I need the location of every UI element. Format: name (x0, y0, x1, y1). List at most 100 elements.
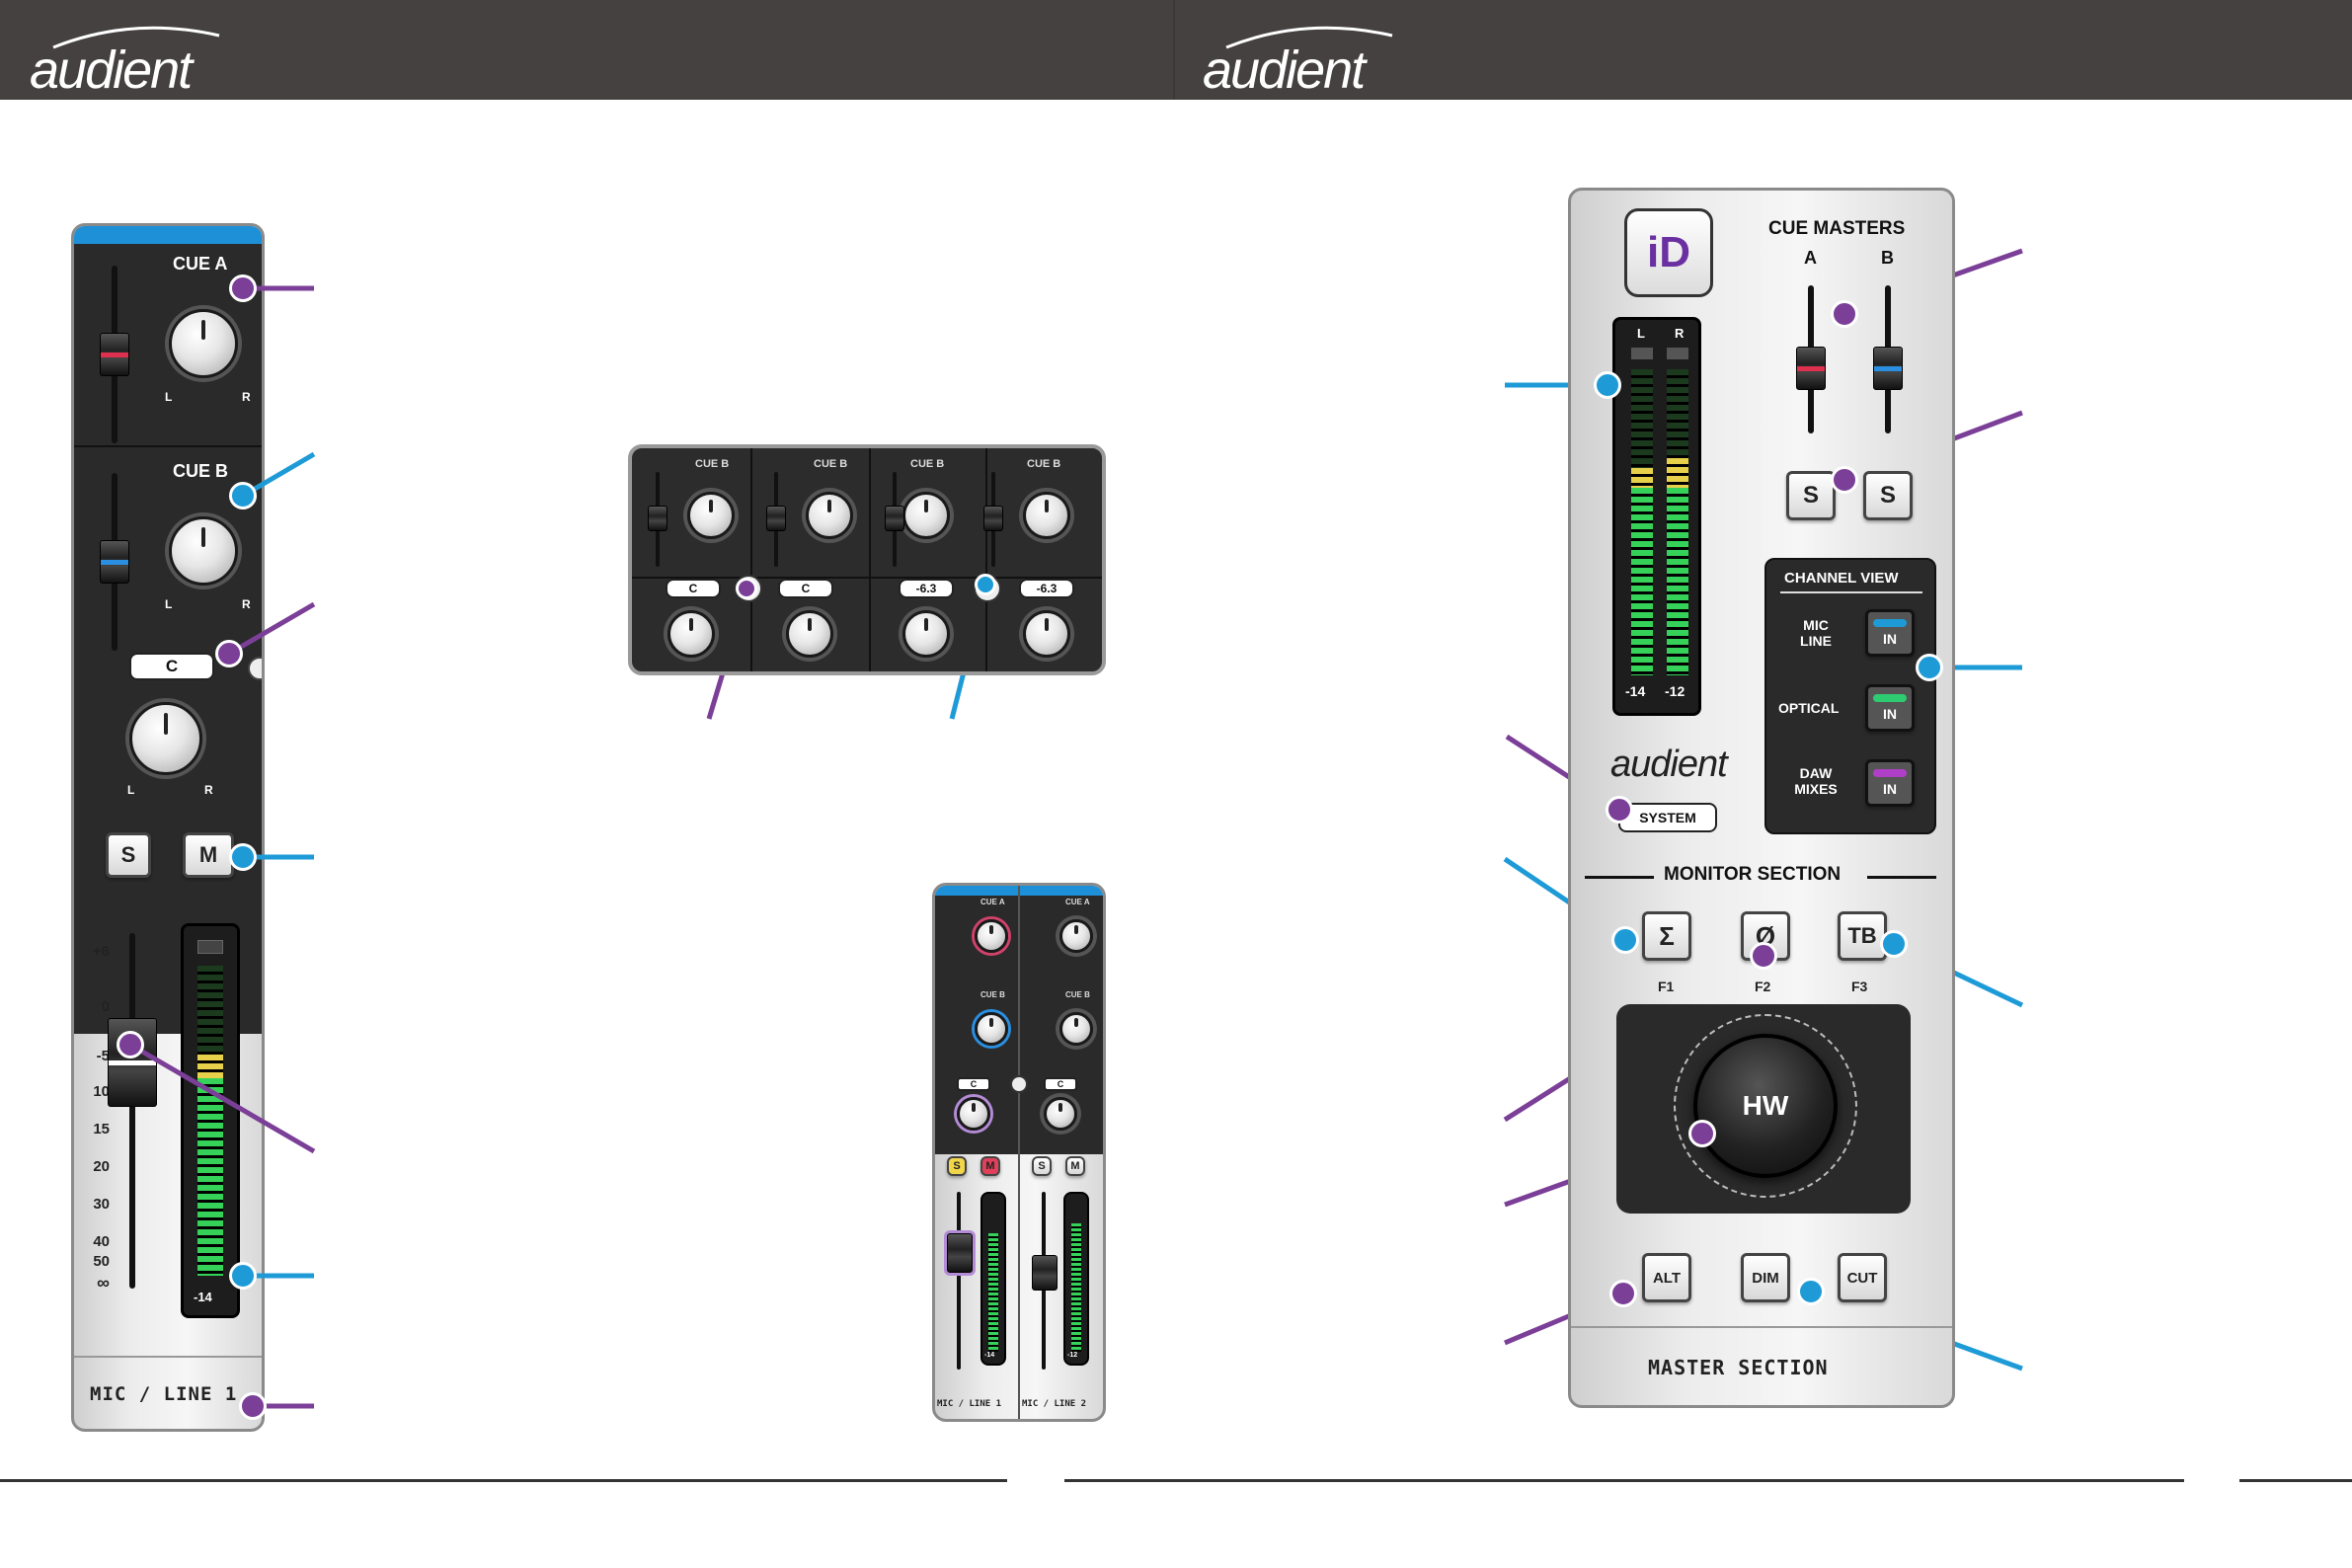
stereo-mute-2[interactable]: M (1065, 1156, 1085, 1176)
app-icon[interactable]: iD (1624, 208, 1713, 297)
cue-master-b-fader[interactable] (1873, 347, 1903, 390)
master-section-name: MASTER SECTION (1648, 1356, 1829, 1379)
master-brand-logo: audient (1610, 744, 1728, 785)
pair-cue-knob-1[interactable] (687, 492, 735, 539)
channel-view-mic-line-button[interactable]: IN (1865, 609, 1915, 657)
cue-master-a-label: A (1804, 248, 1817, 268)
pair-cue-knob-2[interactable] (806, 492, 853, 539)
meter-peak-r: -12 (1665, 683, 1686, 699)
channel-view-optical-button[interactable]: IN (1865, 684, 1915, 732)
stereo-strip-thumbnail: CUE A CUE A CUE B CUE B C C S M S M -14 … (932, 883, 1106, 1422)
pair-pan-knob-4[interactable] (1023, 610, 1070, 658)
page-header (0, 0, 2352, 100)
pair-pan-display-3: -6.3 (899, 579, 954, 598)
stereo-mute-1[interactable]: M (980, 1156, 1000, 1176)
stereo-fader-1[interactable] (947, 1233, 973, 1273)
link-button[interactable] (248, 657, 262, 680)
input-pan-right-label: R (204, 783, 213, 797)
channel-view-title: CHANNEL VIEW (1784, 570, 1899, 587)
cue-a-pan-knob[interactable] (169, 309, 238, 378)
alt-button[interactable]: ALT (1642, 1253, 1691, 1302)
system-button[interactable]: SYSTEM (1618, 803, 1717, 832)
footer-rule-middle (1064, 1479, 2184, 1482)
cue-master-a-solo[interactable]: S (1786, 471, 1836, 520)
pair-cue-fader-2[interactable] (766, 506, 786, 531)
pair-cue-fader-4[interactable] (983, 506, 1003, 531)
talkback-button[interactable]: TB (1838, 911, 1887, 961)
cue-b-pan-knob[interactable] (169, 516, 238, 586)
pair-cue-fader-1[interactable] (648, 506, 667, 531)
pair-cue-knob-4[interactable] (1023, 492, 1070, 539)
stereo-fader-2[interactable] (1032, 1255, 1058, 1291)
name-divider (74, 1356, 262, 1358)
stereo-pan-display-2: C (1044, 1077, 1077, 1091)
solo-button[interactable]: S (106, 832, 151, 878)
callout-channel-view (1916, 654, 1943, 681)
audient-logo-left: audient (24, 22, 220, 100)
footer-rule-left (0, 1479, 1007, 1482)
sum-button[interactable]: Σ (1642, 911, 1691, 961)
monitor-section-title: MONITOR SECTION (1664, 864, 1842, 885)
stereo-solo-1[interactable]: S (947, 1156, 967, 1176)
channel-view-panel: CHANNEL VIEW MIC LINE IN OPTICAL IN DAW … (1764, 558, 1936, 834)
callout-dim-cut (1797, 1278, 1825, 1305)
stereo-channel-name-1: MIC / LINE 1 (937, 1399, 1002, 1409)
header-divider (1173, 0, 1175, 100)
pair-pan-knob-1[interactable] (667, 610, 715, 658)
cue-master-a-fader[interactable] (1796, 347, 1826, 390)
cut-button[interactable]: CUT (1838, 1253, 1887, 1302)
cue-b-pan-right-label: R (242, 597, 251, 611)
channel-name: MIC / LINE 1 (90, 1383, 238, 1405)
meter-peak-value: -14 (194, 1290, 212, 1304)
input-pan-knob[interactable] (129, 702, 202, 775)
pair-cue-knob-3[interactable] (902, 492, 950, 539)
callout-cue-b (229, 482, 257, 510)
stereo-cue-b-knob-2[interactable] (1059, 1012, 1093, 1046)
master-meter: L R -14 -12 (1612, 317, 1701, 716)
pair-pan-display-2: C (778, 579, 833, 598)
channel-strip-mic-line-1: CUE A L R CUE B L R C L R S M +6 0 -5 10… (71, 223, 265, 1432)
pair-pan-knob-3[interactable] (902, 610, 950, 658)
meter-r-label: R (1675, 326, 1685, 341)
stereo-cue-a-knob-2[interactable] (1059, 919, 1093, 953)
cue-a-label: CUE A (173, 254, 228, 274)
callout-alt (1609, 1280, 1637, 1307)
cue-b-pan-left-label: L (165, 597, 173, 611)
channel-view-daw-mixes-button[interactable]: IN (1865, 759, 1915, 807)
pan-value-display: C (129, 653, 214, 680)
main-fader-track (129, 933, 135, 1289)
strip-color-bar (74, 226, 262, 244)
channel-view-optical-label: OPTICAL (1778, 700, 1840, 716)
callout-cue-master-solo (1831, 466, 1858, 494)
f1-label: F1 (1658, 979, 1675, 994)
pair-pan-display-4: -6.3 (1019, 579, 1074, 598)
channel-view-daw-mixes-label: DAW MIXES (1794, 765, 1838, 797)
footer-rule-right (2239, 1479, 2352, 1482)
stereo-pan-knob-2[interactable] (1044, 1097, 1077, 1131)
cue-a-fader[interactable] (100, 333, 129, 376)
meter-l-label: L (1637, 326, 1645, 341)
stereo-link-button[interactable] (1010, 1075, 1028, 1093)
callout-pan (215, 640, 243, 667)
stereo-cue-b-knob-1[interactable] (975, 1012, 1008, 1046)
input-pan-left-label: L (127, 783, 135, 797)
stereo-solo-2[interactable]: S (1032, 1156, 1052, 1176)
callout-phase (1750, 942, 1777, 970)
pair-pan-knob-2[interactable] (786, 610, 833, 658)
hw-volume-knob[interactable]: HW (1693, 1034, 1838, 1178)
dim-button[interactable]: DIM (1741, 1253, 1790, 1302)
stereo-channel-name-2: MIC / LINE 2 (1022, 1399, 1087, 1409)
f2-label: F2 (1755, 979, 1771, 994)
link-example-panel: CUE B CUE B CUE B CUE B C C -6.3 -6.3 (628, 444, 1106, 675)
cue-b-fader[interactable] (100, 540, 129, 584)
stereo-meter-2: -12 (1063, 1192, 1089, 1366)
callout-cue-master-faders (1831, 300, 1858, 328)
f3-label: F3 (1851, 979, 1868, 994)
pair-cue-fader-3[interactable] (885, 506, 904, 531)
callout-unlinked (736, 578, 757, 599)
callout-master-meter (1594, 371, 1621, 399)
stereo-pan-knob-1[interactable] (957, 1097, 990, 1131)
stereo-cue-a-knob-1[interactable] (975, 919, 1008, 953)
callout-talkback (1880, 930, 1908, 958)
cue-master-b-solo[interactable]: S (1863, 471, 1913, 520)
